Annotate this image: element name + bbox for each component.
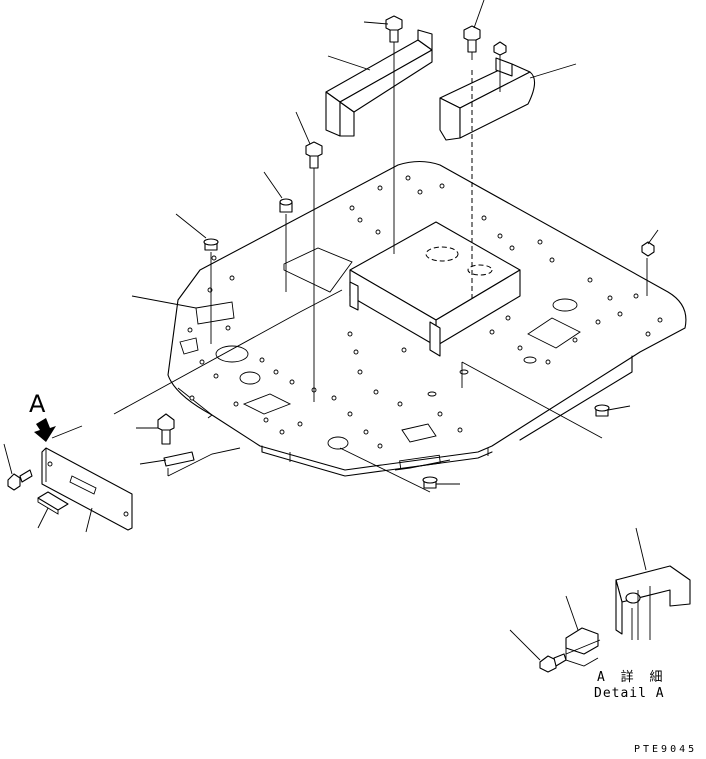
leader-lines — [3, 0, 659, 661]
clip-lower-left — [163, 451, 195, 467]
bolt-right-edge — [641, 241, 655, 257]
left-cover-part — [325, 29, 433, 137]
detail-a-assembly — [539, 565, 691, 673]
plug-right-lower — [594, 404, 610, 417]
right-cover-part — [439, 57, 536, 141]
nut-right-cover — [493, 41, 507, 56]
plate-holes — [187, 175, 663, 449]
assembly-lines — [51, 42, 648, 493]
bolt-front-plate — [7, 469, 33, 491]
bolt-top-right-cover — [463, 25, 481, 53]
front-cover-plate — [41, 447, 133, 531]
view-letter-label: A — [29, 390, 46, 418]
detail-title-japanese: A 詳 細 — [597, 670, 667, 685]
detail-title-english: Detail A — [594, 686, 665, 701]
plug-bottom-center — [422, 476, 438, 489]
plug-left-1 — [279, 198, 293, 213]
bolt-lower-left — [157, 413, 175, 445]
bolt-center-left — [305, 141, 323, 169]
view-direction-arrow-icon — [34, 418, 56, 442]
drawing-code: PTE9045 — [634, 744, 698, 755]
bolt-top-left-cover — [385, 15, 403, 43]
center-box-cover — [349, 221, 521, 357]
plug-left-2 — [203, 238, 219, 251]
